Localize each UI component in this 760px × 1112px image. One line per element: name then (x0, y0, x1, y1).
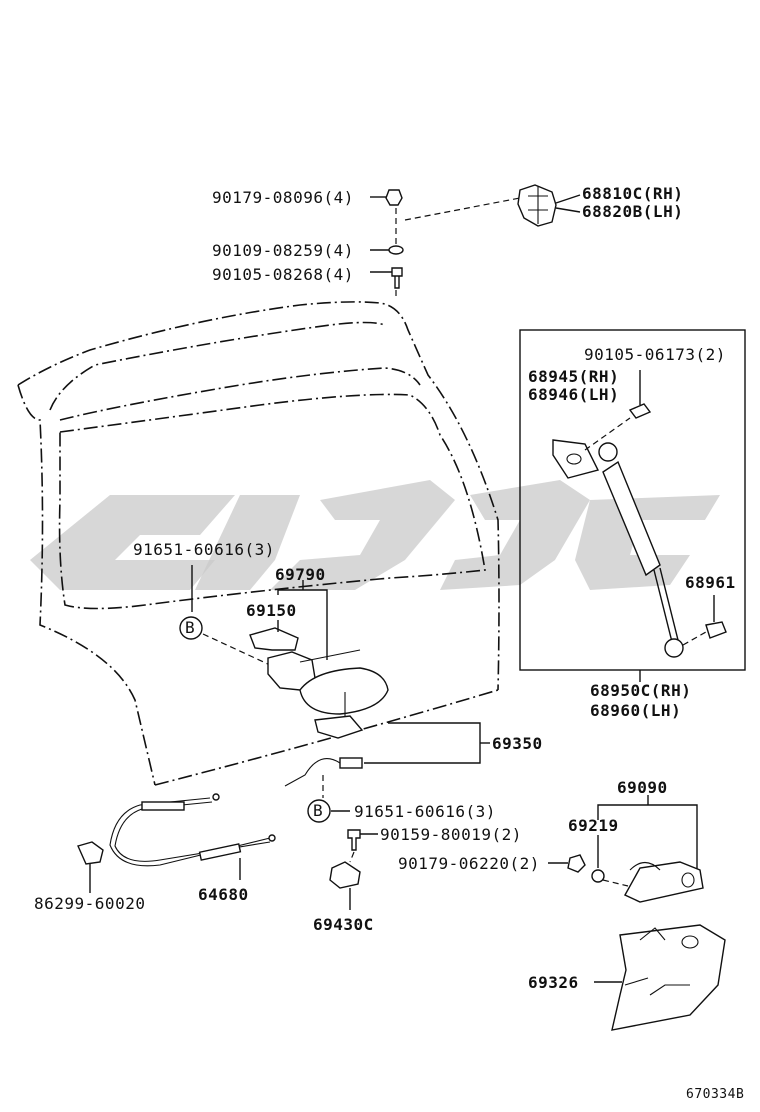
hinge-group (370, 184, 581, 300)
label-69350: 69350 (492, 734, 543, 753)
labels: 90179-08096(4) 90109-08259(4) 90105-0826… (34, 184, 744, 1102)
label-90109-08259: 90109-08259(4) (212, 241, 354, 260)
screw-icon (347, 829, 361, 851)
strut-box (519, 329, 746, 682)
label-90179-06220: 90179-06220(2) (398, 854, 540, 873)
label-68961: 68961 (685, 573, 736, 592)
label-90105-08268: 90105-08268(4) (212, 265, 354, 284)
handle-icon (299, 667, 389, 715)
label-68946: 68946(LH) (528, 385, 619, 404)
stud-icon (705, 621, 727, 639)
lock-cylinder-icon (249, 627, 299, 651)
bushing-icon (591, 869, 605, 883)
clip-icon (77, 841, 104, 865)
watermark (30, 480, 720, 590)
hinge-icon (517, 184, 557, 227)
bolt-icon (391, 267, 403, 289)
cable-group (77, 793, 276, 893)
label-91651-bottom: 91651-60616(3) (354, 802, 496, 821)
label-69090: 69090 (617, 778, 668, 797)
label-69790: 69790 (275, 565, 326, 584)
washer-icon (388, 245, 404, 255)
bolt-icon (628, 403, 652, 419)
label-68810c: 68810C(RH) (582, 184, 683, 203)
lower-center: B (307, 775, 378, 910)
label-86299-60020: 86299-60020 (34, 894, 145, 913)
label-68960: 68960(LH) (590, 701, 681, 720)
label-91651-top: 91651-60616(3) (133, 540, 275, 559)
label-69219: 69219 (568, 816, 619, 835)
handle-assy-group (548, 795, 726, 1031)
label-68820b: 68820B(LH) (582, 202, 683, 221)
callout-b-bottom-label: B (313, 801, 323, 820)
gas-strut-icon (602, 460, 661, 577)
label-90179-08096: 90179-08096(4) (212, 188, 354, 207)
outside-handle-icon (624, 861, 704, 903)
label-69430c: 69430C (313, 915, 374, 934)
lock-switch-icon (314, 715, 364, 739)
strut-end-bottom-icon (664, 638, 684, 658)
callout-b-top (179, 616, 203, 640)
back-door-panel (17, 301, 500, 786)
grommet-icon (567, 854, 586, 873)
lock-striker-icon (329, 861, 361, 889)
strut-end-top-icon (598, 442, 618, 462)
label-68950c: 68950C(RH) (590, 681, 691, 700)
latch-group: B (179, 565, 490, 787)
garnish-icon (611, 924, 726, 1031)
diagram-code: 670334B (686, 1087, 744, 1102)
label-90105-06173: 90105-06173(2) (584, 345, 726, 364)
bracket-icon (552, 439, 600, 479)
label-69326: 69326 (528, 973, 579, 992)
label-68945: 68945(RH) (528, 367, 619, 386)
callout-b-top-label: B (185, 618, 195, 637)
label-69150: 69150 (246, 601, 297, 620)
nut-icon (385, 189, 403, 206)
callout-b-bottom (307, 799, 331, 823)
label-90159-80019: 90159-80019(2) (380, 825, 522, 844)
label-64680: 64680 (198, 885, 249, 904)
